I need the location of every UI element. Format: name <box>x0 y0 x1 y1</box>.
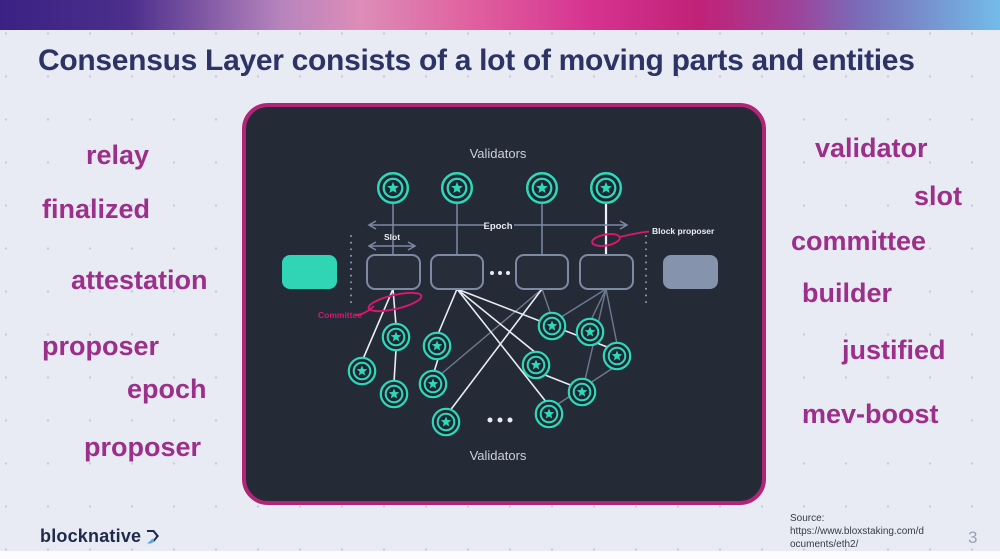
validator-icon <box>602 341 632 371</box>
validator-icon <box>418 369 448 399</box>
top-gradient-bar <box>0 0 1000 30</box>
term-epoch: epoch <box>127 374 207 404</box>
validator-icon <box>422 331 452 361</box>
source-citation: Source: https://www.bloxstaking.com/d oc… <box>790 512 950 552</box>
page-title: Consensus Layer consists of a lot of mov… <box>38 44 915 77</box>
validator-icon <box>589 171 623 205</box>
validator-icon <box>567 377 597 407</box>
finalized-block <box>282 255 337 289</box>
slot-arrow <box>367 241 417 251</box>
slot-block-1 <box>366 254 421 290</box>
page-number: 3 <box>968 528 978 547</box>
term-attestation: attestation <box>71 265 208 295</box>
validator-icon <box>379 379 409 409</box>
validator-icon <box>534 399 564 429</box>
validator-icon <box>575 317 605 347</box>
term-proposer-2: proposer <box>84 432 202 462</box>
term-relay: relay <box>86 140 150 170</box>
blocknative-logo-icon <box>147 529 160 543</box>
slot-label: Slot <box>384 232 400 242</box>
future-block <box>663 255 718 289</box>
slot-block-4 <box>579 254 634 290</box>
slot-block-2 <box>430 254 484 290</box>
epoch-label: Epoch <box>483 221 512 232</box>
bottom-strip <box>0 551 1000 559</box>
term-validator: validator <box>815 133 928 163</box>
top-validators <box>376 171 623 205</box>
validator-icon <box>537 311 567 341</box>
term-proposer: proposer <box>42 331 160 361</box>
validator-icon <box>525 171 559 205</box>
term-justified: justified <box>842 335 946 365</box>
blocks-ellipsis <box>490 271 510 275</box>
epoch-arrow <box>367 220 629 230</box>
term-mev-boost: mev-boost <box>802 399 939 429</box>
source-line: https://www.bloxstaking.com/d <box>790 526 924 538</box>
blocknative-logo-text: blocknative <box>40 526 142 546</box>
term-committee: committee <box>791 226 927 256</box>
block-proposer-circle <box>591 233 621 247</box>
source-line: ocuments/eth2/ <box>790 539 859 551</box>
slot-blocks <box>282 254 718 290</box>
validator-icon <box>381 322 411 352</box>
term-slot: slot <box>914 181 963 211</box>
validators-top-label: Validators <box>470 146 527 161</box>
committee-pointer <box>354 305 375 316</box>
blocknative-logo: blocknative <box>40 526 161 547</box>
term-builder: builder <box>802 278 893 308</box>
validator-icon <box>376 171 410 205</box>
validator-icon <box>521 350 551 380</box>
committee-circle <box>367 291 423 313</box>
validator-icon <box>347 356 377 386</box>
committee-label: Committee <box>318 310 362 320</box>
bottom-ellipsis <box>487 417 513 423</box>
block-proposer-label: Block proposer <box>652 226 715 236</box>
validator-icon <box>440 171 474 205</box>
block-proposer-pointer <box>619 230 650 238</box>
validator-icon <box>431 407 461 437</box>
consensus-diagram: Validators Epoch Slot <box>282 146 718 463</box>
slot-block-3 <box>515 254 569 290</box>
consensus-diagram-card: Validators Epoch Slot <box>242 103 766 505</box>
validators-bottom-label: Validators <box>470 448 527 463</box>
term-finalized: finalized <box>42 194 151 224</box>
source-line: Source: <box>790 513 825 524</box>
